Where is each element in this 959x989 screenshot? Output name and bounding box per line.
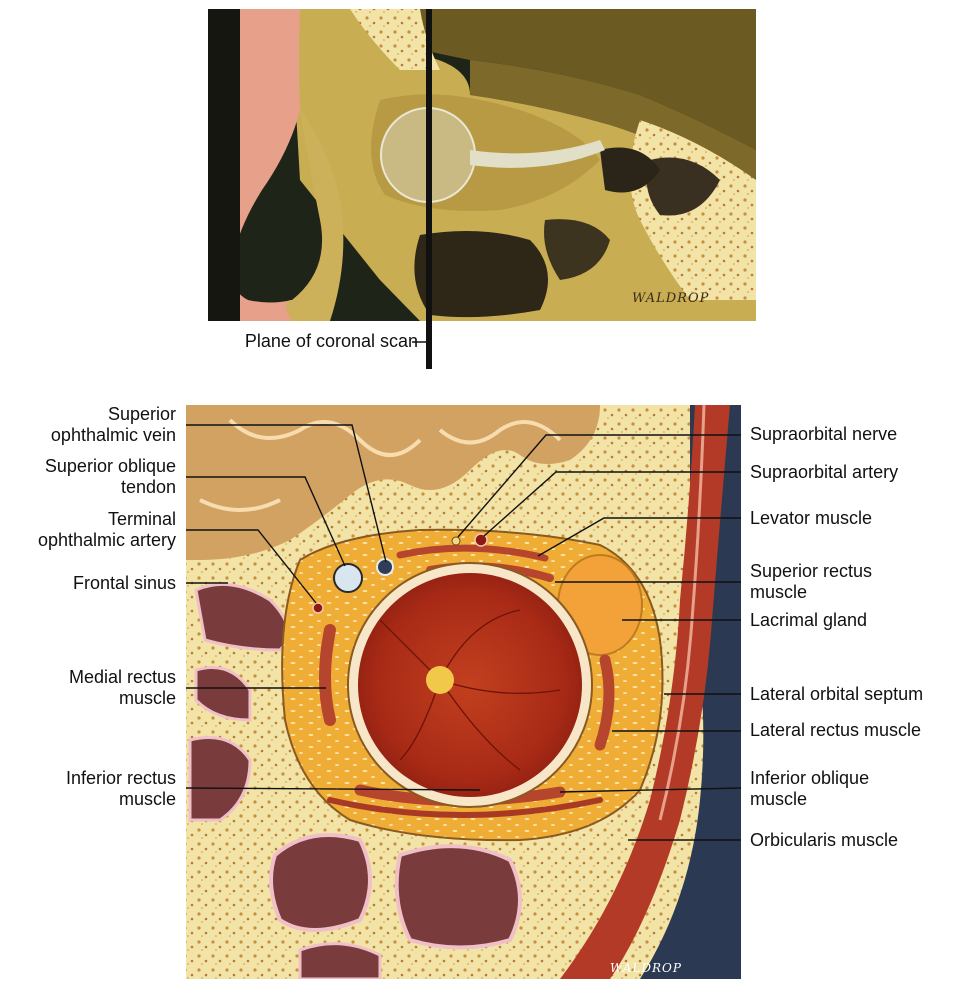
coronal-plane-line [426, 321, 432, 369]
label-lateral-orbital-septum: Lateral orbital septum [750, 684, 923, 705]
label-superior-ophthalmic-vein: Superior ophthalmic vein [51, 404, 176, 446]
label-levator-muscle: Levator muscle [750, 508, 872, 529]
label-superior-rectus-muscle: Superior rectus muscle [750, 561, 872, 603]
label-terminal-ophthalmic-artery: Terminal ophthalmic artery [38, 509, 176, 551]
sagittal-illustration: WALDROP [208, 9, 756, 321]
label-supraorbital-nerve: Supraorbital nerve [750, 424, 897, 445]
top-signature: WALDROP [632, 291, 709, 306]
label-lateral-rectus-muscle: Lateral rectus muscle [750, 720, 921, 741]
label-lacrimal-gland: Lacrimal gland [750, 610, 867, 631]
label-inferior-oblique-muscle: Inferior oblique muscle [750, 768, 869, 810]
coronal-illustration: WALDROP [186, 405, 741, 979]
bottom-signature: WALDROP [610, 961, 682, 975]
label-inferior-rectus-muscle: Inferior rectus muscle [66, 768, 176, 810]
label-supraorbital-artery: Supraorbital artery [750, 462, 898, 483]
label-frontal-sinus: Frontal sinus [73, 573, 176, 594]
label-orbicularis-muscle: Orbicularis muscle [750, 830, 898, 851]
label-plane-of-coronal-scan: Plane of coronal scan [245, 331, 418, 352]
label-medial-rectus-muscle: Medial rectus muscle [69, 667, 176, 709]
label-superior-oblique-tendon: Superior oblique tendon [45, 456, 176, 498]
